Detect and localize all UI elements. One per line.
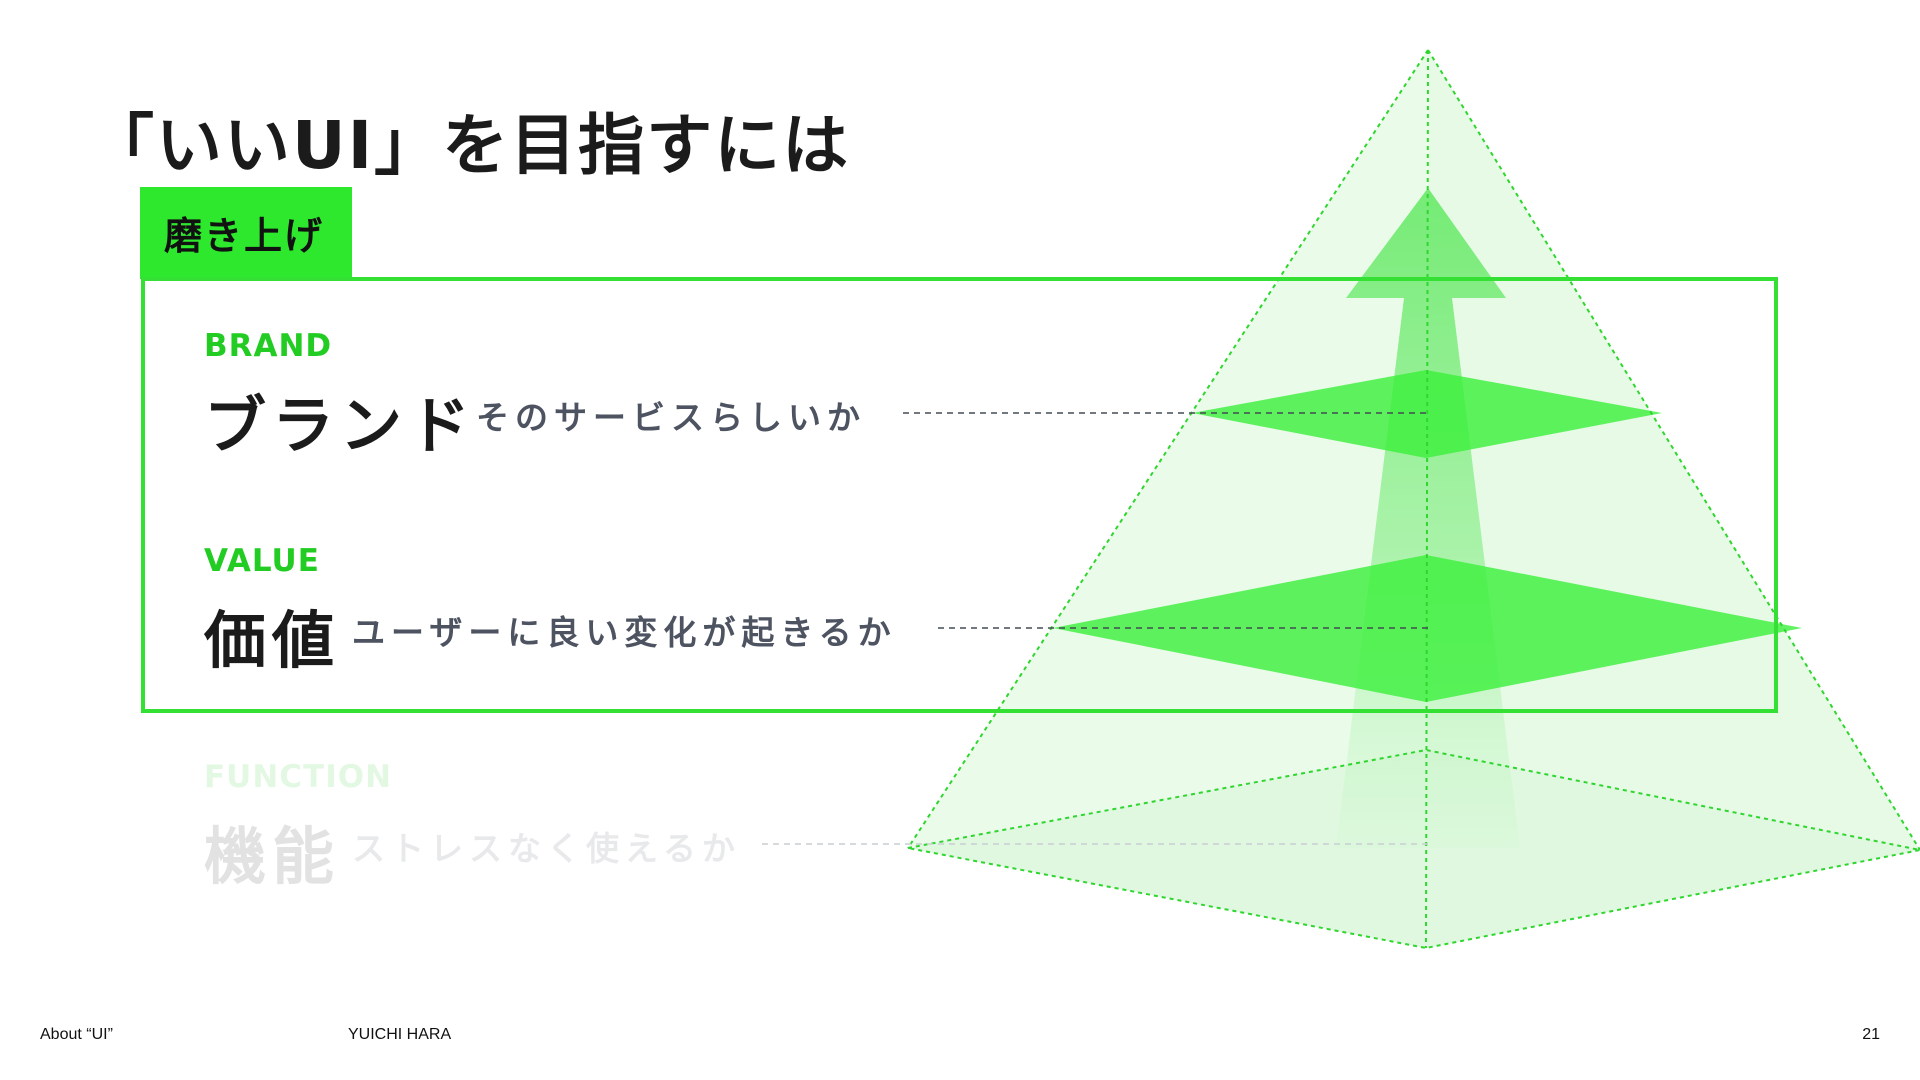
value-label-ja: 価値 xyxy=(204,604,341,677)
brand-label-en: BRAND xyxy=(204,328,333,364)
value-description: ユーザーに良い変化が起きるか xyxy=(352,613,897,652)
pyramid-face-left xyxy=(908,50,1428,948)
function-label-en: FUNCTION xyxy=(204,759,393,795)
function-description: ストレスなく使えるか xyxy=(352,829,742,868)
pyramid-base xyxy=(908,750,1920,948)
value-label-en: VALUE xyxy=(204,543,320,579)
function-label-ja: 機能 xyxy=(204,820,341,893)
polish-frame xyxy=(141,277,1778,713)
pyramid-edge-left xyxy=(907,49,1429,849)
pyramid-edge-center xyxy=(1425,49,1429,949)
page-title: 「いいUI」を目指すには xyxy=(88,107,851,184)
brand-label-ja: ブランド xyxy=(204,389,477,462)
polish-tab-label: 磨き上げ xyxy=(140,187,352,279)
footer-deck-title: About “UI” xyxy=(40,1026,113,1043)
pyramid-face-right xyxy=(1426,50,1920,948)
brand-layer-plane xyxy=(1192,370,1662,458)
footer-author: YUICHI HARA xyxy=(348,1026,452,1043)
brand-description: そのサービスらしいか xyxy=(476,398,866,437)
footer-page-number: 21 xyxy=(1862,1026,1880,1043)
